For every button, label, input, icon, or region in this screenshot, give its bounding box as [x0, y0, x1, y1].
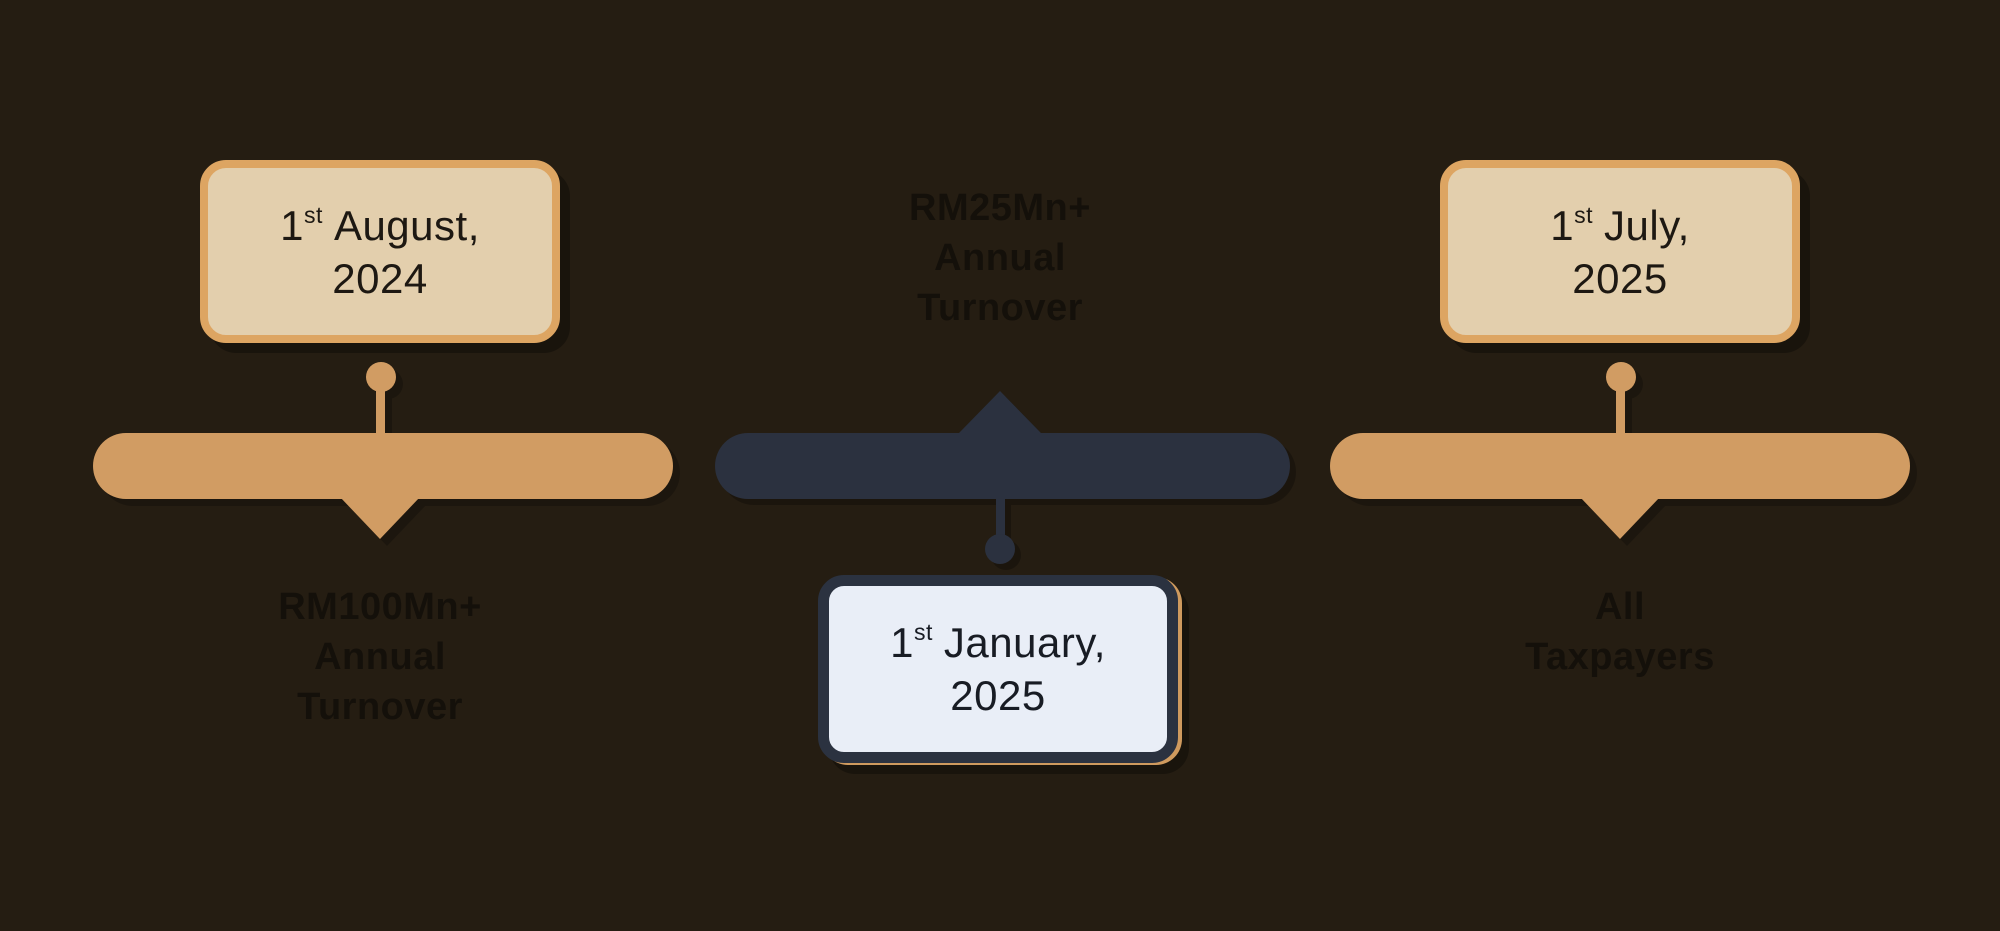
label-all-taxpayers: All Taxpayers [1420, 582, 1820, 682]
label-line: Turnover [917, 287, 1083, 329]
date-card-august-2024: 1st August, 2024 [200, 160, 560, 343]
arrow-down-icon [340, 497, 420, 539]
label-rm100mn: RM100Mn+ Annual Turnover [180, 582, 580, 732]
label-line: RM100Mn+ [278, 586, 482, 628]
connector-line [1616, 388, 1625, 434]
date-year: 2025 [1572, 254, 1668, 302]
date-ordinal: st [1574, 201, 1594, 228]
connector-dot-icon [985, 534, 1015, 564]
connector-dot-icon [366, 362, 396, 392]
date-line-1: 1st July, [1550, 199, 1690, 252]
date-line-1: 1st January, [890, 616, 1106, 669]
date-ordinal: st [913, 619, 933, 645]
connector-line [996, 497, 1005, 539]
label-line: RM25Mn+ [909, 187, 1091, 229]
date-month: August, [333, 201, 480, 249]
date-day: 1 [280, 201, 304, 249]
date-ordinal: st [303, 201, 323, 228]
label-line: Turnover [297, 686, 463, 728]
connector-line [376, 388, 385, 434]
label-line: Annual [314, 636, 446, 678]
label-rm25mn: RM25Mn+ Annual Turnover [800, 183, 1200, 333]
arrow-down-icon [1580, 497, 1660, 539]
date-card-january-2025: 1st January, 2025 [818, 575, 1178, 763]
label-line: Taxpayers [1525, 636, 1715, 678]
connector-dot-icon [1606, 362, 1636, 392]
date-month: January, [943, 619, 1106, 666]
date-card-july-2025: 1st July, 2025 [1440, 160, 1800, 343]
date-year: 2024 [332, 254, 428, 302]
timeline-bar-left [93, 433, 673, 499]
date-year: 2025 [950, 672, 1046, 719]
date-day: 1 [890, 619, 914, 666]
timeline-bar-center [715, 433, 1290, 499]
label-line: All [1594, 586, 1646, 628]
date-line-1: 1st August, [280, 199, 480, 252]
label-line: Annual [934, 237, 1066, 279]
arrow-up-icon [959, 391, 1041, 433]
date-day: 1 [1550, 201, 1575, 249]
date-month: July, [1604, 201, 1690, 249]
timeline-bar-right [1330, 433, 1910, 499]
